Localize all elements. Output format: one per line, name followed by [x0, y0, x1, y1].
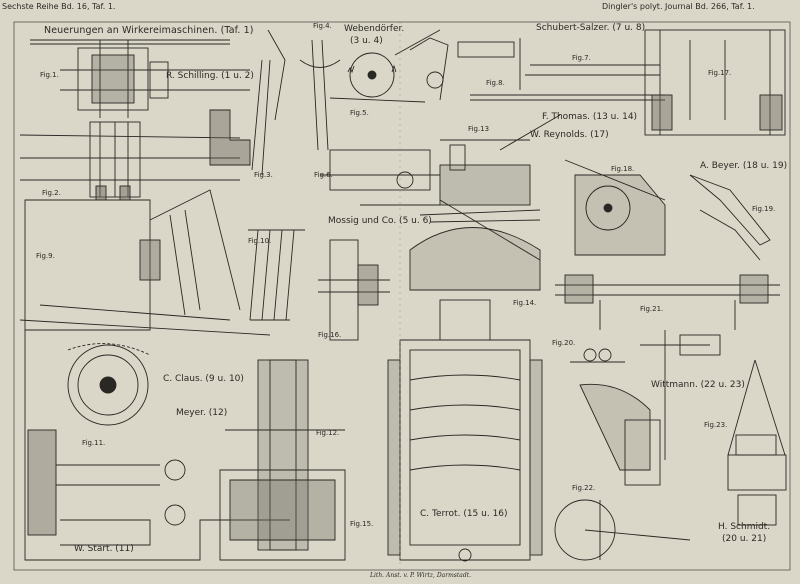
fig17-drawing	[644, 29, 786, 136]
plate-title: Neuerungen an Wirkereimaschinen. (Taf. 1…	[44, 25, 254, 36]
fig18-drawing	[564, 159, 666, 256]
figure-label: Fig.11.	[82, 439, 106, 447]
attribution-start: W. Start. (11)	[74, 544, 134, 554]
figure-label: Fig.9.	[36, 252, 55, 260]
fig10-drawing	[248, 229, 305, 321]
fig2-drawing	[19, 121, 241, 201]
figure-label: Fig.1.	[40, 71, 59, 79]
figure-label: Fig.5.	[350, 109, 369, 117]
attribution-mossig: Mossig und Co. (5 u. 6)	[328, 216, 432, 226]
attribution-thomas: F. Thomas. (13 u. 14)	[542, 112, 638, 122]
plate-border	[13, 21, 791, 571]
fig1-drawing	[30, 39, 250, 118]
fig11-drawing	[27, 429, 186, 546]
fig16-drawing	[318, 239, 390, 341]
figure-label: Fig.4.	[313, 22, 332, 30]
header-series: Sechste Reihe Bd. 16, Taf. 1.	[2, 2, 116, 11]
fig21-drawing	[555, 274, 780, 330]
fig20-drawing	[570, 348, 625, 363]
figure-label: Fig.10.	[248, 237, 272, 245]
fig14-drawing	[409, 199, 541, 291]
fig15-drawing	[387, 299, 543, 562]
fig12-drawing	[219, 359, 346, 561]
figure-label: Fig.20.	[552, 339, 576, 347]
attribution-schmidt-figs: (20 u. 21)	[722, 534, 767, 544]
figure-label: Fig.8.	[486, 79, 505, 87]
fig3-drawing	[209, 29, 286, 176]
figure-label: Fig.14.	[513, 299, 537, 307]
wittmann-drawing	[640, 330, 721, 460]
figure-label: Fig.2.	[42, 189, 61, 197]
fig4-drawing	[299, 39, 341, 151]
figure-label: Fig.16.	[318, 331, 342, 339]
figure-label: Fig.21.	[640, 305, 664, 313]
header-journal: Dingler's polyt. Journal Bd. 266, Taf. 1…	[602, 2, 755, 11]
fig6-drawing	[320, 149, 440, 206]
attribution-schubert-salzer: Schubert-Salzer. (7 u. 8)	[536, 23, 646, 33]
figure-label: Fig.19.	[752, 205, 776, 213]
fig5-drawing	[329, 29, 449, 103]
attribution-meyer: Meyer. (12)	[176, 408, 228, 418]
figure-label: Fig.22.	[572, 484, 596, 492]
figure-label: Fig.15.	[350, 520, 374, 528]
attribution-webendoerfer: Webendörfer.	[344, 24, 405, 34]
lithographer-imprint: Lith. Anst. v. P. Wirtz, Darmstadt.	[370, 572, 472, 579]
fig22-drawing	[554, 383, 691, 561]
figure-label: Fig.12.	[316, 429, 340, 437]
figure-label: Fig.17.	[708, 69, 732, 77]
fig7-8-drawing	[457, 38, 665, 101]
attribution-webendoerfer-figs: (3 u. 4)	[350, 36, 383, 46]
attribution-schmidt: H. Schmidt.	[718, 522, 771, 532]
figure-label: Fig.18.	[611, 165, 635, 173]
figure-label: Fig.6.	[314, 171, 333, 179]
attribution-terrot: C. Terrot. (15 u. 16)	[420, 509, 508, 519]
figure-label: Fig.7.	[572, 54, 591, 62]
attribution-reynolds: W. Reynolds. (17)	[530, 130, 609, 140]
fig19-drawing	[689, 174, 771, 261]
attribution-schilling: R. Schilling. (1 u. 2)	[166, 71, 254, 81]
attribution-claus: C. Claus. (9 u. 10)	[163, 374, 244, 384]
figure-label: Fig.13	[468, 125, 490, 133]
fig13-drawing	[439, 114, 561, 206]
fig23-drawing	[727, 359, 787, 526]
figure-label: Fig.23.	[704, 421, 728, 429]
attribution-beyer: A. Beyer. (18 u. 19)	[700, 161, 788, 171]
attribution-wittmann: Wittmann. (22 u. 23)	[651, 380, 745, 390]
figure-label: Fig.3.	[254, 171, 273, 179]
